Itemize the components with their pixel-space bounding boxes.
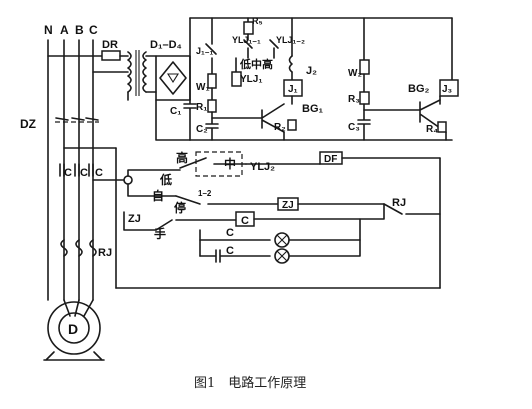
label-C2: C₂ (196, 124, 208, 135)
label-J1-1: J₁₋₁ (196, 46, 213, 56)
transformer (127, 50, 147, 101)
label-J1: J₁ (288, 84, 298, 95)
r5-ylj1-contacts (231, 17, 279, 87)
label-R4: R₄ (426, 124, 438, 135)
label-low-mid-high: 低中高 (239, 57, 273, 71)
label-motor-D: D (68, 321, 78, 337)
probe-branch-1 (205, 17, 263, 141)
label-C1: C₁ (170, 106, 181, 117)
label-auto: 自 (152, 188, 164, 203)
label-low: 低 (159, 172, 172, 187)
control-branch-manual (123, 203, 385, 231)
label-N: N (44, 23, 53, 37)
label-C-coil: C (241, 215, 249, 227)
label-J2: J₂ (306, 65, 317, 77)
label-R3: R₃ (348, 94, 360, 105)
indicator-lamps (199, 218, 361, 264)
label-R5: R₅ (252, 16, 263, 26)
label-manual: 手 (154, 226, 166, 241)
label-C-main-2: C (80, 167, 88, 179)
label-C: C (89, 23, 98, 37)
label-high: 高 (176, 150, 188, 165)
label-ZJ-contact: ZJ (128, 213, 141, 225)
control-branch-auto (127, 183, 441, 215)
breaker-DZ (55, 117, 99, 123)
label-A: A (60, 23, 69, 37)
label-J3: J₃ (442, 84, 453, 95)
label-mid: 中 (224, 156, 236, 171)
bus-return (155, 99, 191, 141)
label-W1: W₁ (196, 82, 210, 93)
label-C-main-3: C (95, 167, 103, 179)
label-J1-2: 1–2 (198, 189, 212, 198)
label-stop: 停 (174, 200, 186, 215)
label-R1: R₁ (196, 102, 207, 113)
probe-branch-2 (357, 17, 421, 141)
label-B: B (75, 23, 84, 37)
label-RJ-contact: RJ (392, 197, 406, 209)
label-DF: DF (324, 154, 337, 165)
label-C-main-1: C (64, 167, 72, 179)
label-R2: R₂ (274, 122, 286, 133)
motor-D (43, 299, 105, 361)
label-YLJ2: YLJ₂ (250, 161, 275, 173)
selector-YLJ2 (127, 151, 441, 177)
figure-caption: 图1 电路工作原理 (194, 375, 306, 391)
label-C-contact-1: C (226, 227, 234, 239)
label-C-contact-2: C (226, 245, 234, 257)
label-YLJ1: YLJ₁ (240, 74, 262, 85)
label-W2: W₂ (348, 68, 362, 79)
label-BG1: BG₁ (302, 103, 324, 115)
label-YLJ1-2: YLJ₁₋₂ (276, 35, 305, 45)
capacitor-C1 (183, 99, 197, 141)
label-ZJ-coil: ZJ (282, 200, 294, 211)
label-D1-D4: D₁–D₄ (150, 39, 182, 51)
transistor-BG1-stage (261, 17, 303, 141)
thermal-relay-heaters (60, 239, 97, 257)
bridge-rectifier (145, 55, 191, 101)
fuse-DR (47, 50, 129, 73)
transistor-BG2-stage (419, 17, 459, 141)
label-DZ: DZ (20, 117, 36, 131)
label-BG2: BG₂ (408, 83, 430, 95)
label-C3: C₃ (348, 122, 360, 133)
label-DR: DR (102, 39, 118, 51)
label-RJ-heater: RJ (98, 247, 112, 259)
label-YLJ1-1: YLJ₁₋₁ (232, 35, 261, 45)
contactor-C-main (59, 163, 94, 177)
